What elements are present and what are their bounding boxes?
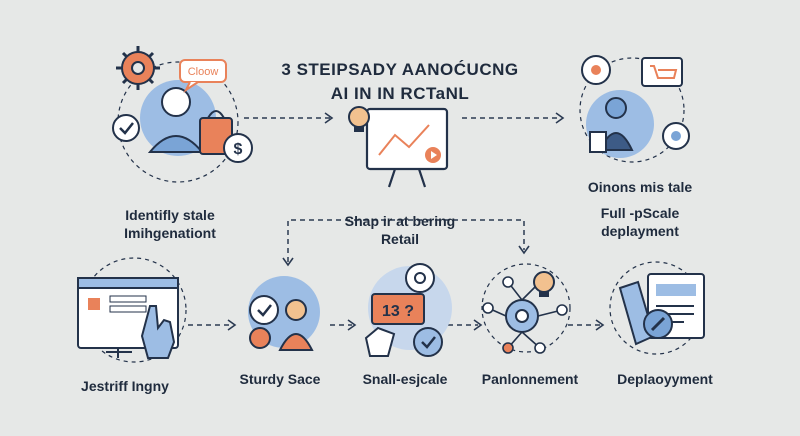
bottom-label-5: Deplaoyyment — [617, 371, 713, 387]
top-right-label-line-3: deplayment — [601, 223, 679, 239]
svg-text:$: $ — [234, 141, 243, 158]
middle-caption-line-2: Retail — [380, 231, 420, 247]
checkmark-icon — [413, 327, 443, 357]
presentation-illustration — [348, 106, 449, 188]
network-icon — [482, 276, 568, 354]
top-right-label-line-1: Oinons mis tale — [587, 179, 693, 195]
full-scale-illustration — [579, 55, 690, 163]
title-line-2: AI IN IN RCTaNL — [330, 84, 470, 103]
number-card-icon: 13 ? — [371, 293, 425, 325]
small-scale-illustration: 13 ? — [364, 263, 452, 357]
chat-bubble-icon — [405, 263, 435, 293]
wrench-icon — [643, 309, 673, 339]
top-right-label-line-2: Full -pScale — [600, 205, 680, 221]
shopping-cart-icon — [641, 57, 683, 87]
dollar-gear-icon: $ — [223, 133, 253, 163]
bottom-label-2: Sturdy Sace — [239, 371, 321, 387]
badge-text: 13 ? — [382, 303, 414, 320]
bottom-label-3: Snall-esjcale — [362, 371, 448, 387]
top-left-label-line-2: Imihgenationt — [124, 225, 216, 241]
browser-illustration — [77, 257, 187, 363]
chat-bubble-icon: Cloow — [179, 59, 227, 93]
study-illustration — [248, 276, 320, 351]
top-right-label: Oinons mis tale Full -pScale deplayment — [560, 178, 720, 240]
chat-bubble-icon — [581, 55, 611, 85]
middle-caption: Shap ir at bering Retail — [250, 212, 550, 248]
person-icon — [140, 80, 216, 156]
person-icon — [278, 299, 314, 351]
lightbulb-icon — [348, 106, 370, 132]
gear-icon — [116, 46, 160, 90]
diagram-title: 3 STEIPSADY AANOĆUCNG AI IN IN RCTaNL — [250, 58, 550, 106]
identify-illustration: Cloow $ — [112, 46, 253, 183]
top-left-label: Identifly stale Imihgenationt — [80, 206, 260, 242]
network-illustration — [481, 263, 571, 354]
title-line-1: 3 STEIPSADY AANOĆUCNG — [281, 60, 519, 79]
bottom-label-1: Jestriff Ingny — [81, 378, 169, 394]
top-left-label-line-1: Identifly stale — [125, 207, 215, 223]
arrow-middle-loop — [287, 219, 525, 262]
checkmark-icon — [249, 295, 279, 325]
browser-window-icon — [77, 277, 179, 358]
gear-icon — [662, 122, 690, 150]
hand-icon — [140, 305, 176, 359]
bubble-text: Cloow — [188, 66, 219, 78]
bottom-label-4: Panlonnement — [481, 371, 579, 387]
checkmark-gear-icon — [112, 114, 140, 142]
hand-icon — [364, 326, 396, 357]
deployment-illustration — [609, 261, 705, 355]
middle-caption-line-1: Shap ir at bering — [344, 213, 456, 229]
lightbulb-icon — [533, 271, 555, 297]
